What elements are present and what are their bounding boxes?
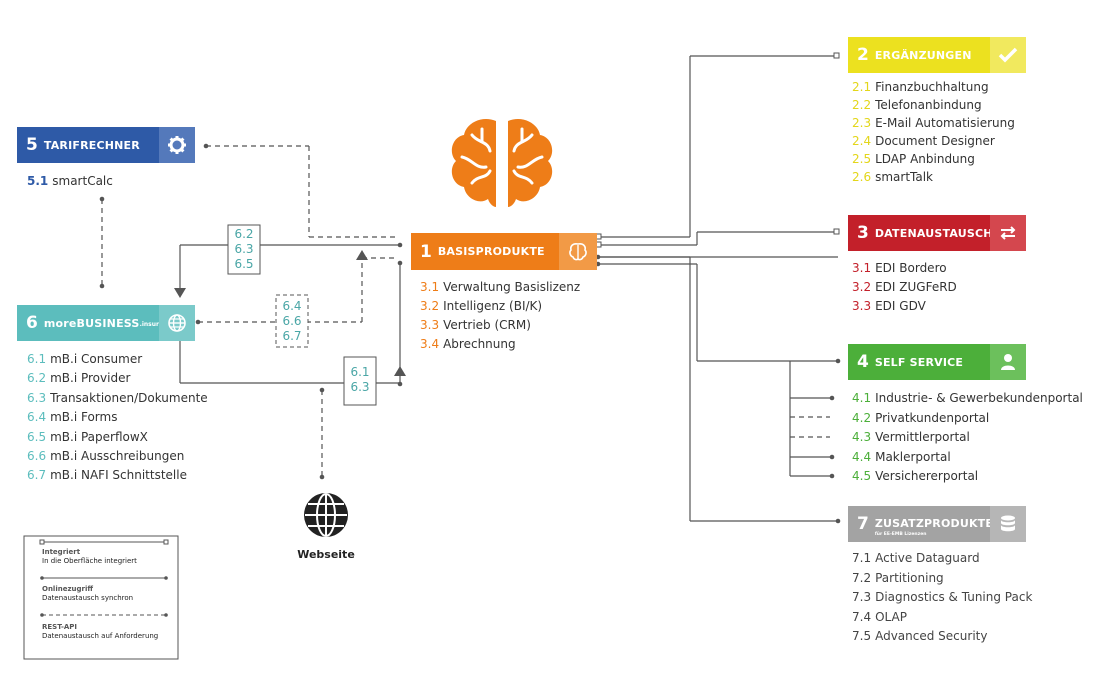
exchange-arrows-icon bbox=[990, 215, 1026, 251]
tarifrechner-box[interactable]: 5 TARIFRECHNER bbox=[17, 127, 195, 163]
morebusiness-number: 6 bbox=[26, 313, 38, 333]
user-icon bbox=[990, 344, 1026, 380]
ergaenzungen-number: 2 bbox=[857, 45, 869, 65]
globe-icon bbox=[304, 493, 348, 537]
zusatz-box[interactable]: 7 ZUSATZPRODUKTE für EE-EMB Lizenzen bbox=[848, 506, 1026, 542]
brain-icon bbox=[559, 233, 597, 270]
brain-logo bbox=[451, 118, 553, 207]
morebusiness-title: moreBUSINESS bbox=[43, 316, 140, 330]
check-icon bbox=[990, 37, 1026, 73]
basis-box[interactable]: 1 BASISPRODUKTE bbox=[411, 233, 597, 270]
zusatz-title: ZUSATZPRODUKTE bbox=[874, 516, 994, 530]
basis-title: BASISPRODUKTE bbox=[437, 245, 545, 258]
morebusiness-title-suffix: .insure bbox=[139, 321, 164, 328]
datenaustausch-number: 3 bbox=[857, 223, 869, 243]
tarifrechner-number: 5 bbox=[26, 135, 38, 155]
database-icon bbox=[990, 506, 1026, 542]
selfservice-number: 4 bbox=[857, 352, 869, 372]
tarifrechner-title: TARIFRECHNER bbox=[43, 138, 140, 152]
ergaenzungen-title: ERGÄNZUNGEN bbox=[874, 48, 972, 62]
datenaustausch-title: DATENAUSTAUSCH bbox=[874, 226, 993, 240]
gear-icon bbox=[159, 127, 195, 163]
basis-number: 1 bbox=[420, 241, 432, 262]
zusatz-title-group: ZUSATZPRODUKTE für EE-EMB Lizenzen bbox=[875, 512, 993, 537]
zusatz-number: 7 bbox=[857, 514, 869, 534]
morebusiness-box[interactable]: 6 moreBUSINESS .insure bbox=[17, 305, 195, 341]
datenaustausch-box[interactable]: 3 DATENAUSTAUSCH bbox=[848, 215, 1026, 251]
selfservice-title: SELF SERVICE bbox=[874, 355, 964, 369]
zusatz-subtitle: für EE-EMB Lizenzen bbox=[874, 531, 927, 537]
webseite-label: Webseite bbox=[297, 548, 355, 561]
selfservice-box[interactable]: 4 SELF SERVICE bbox=[848, 344, 1026, 380]
ergaenzungen-box[interactable]: 2 ERGÄNZUNGEN bbox=[848, 37, 1026, 73]
globe-icon bbox=[159, 305, 195, 341]
